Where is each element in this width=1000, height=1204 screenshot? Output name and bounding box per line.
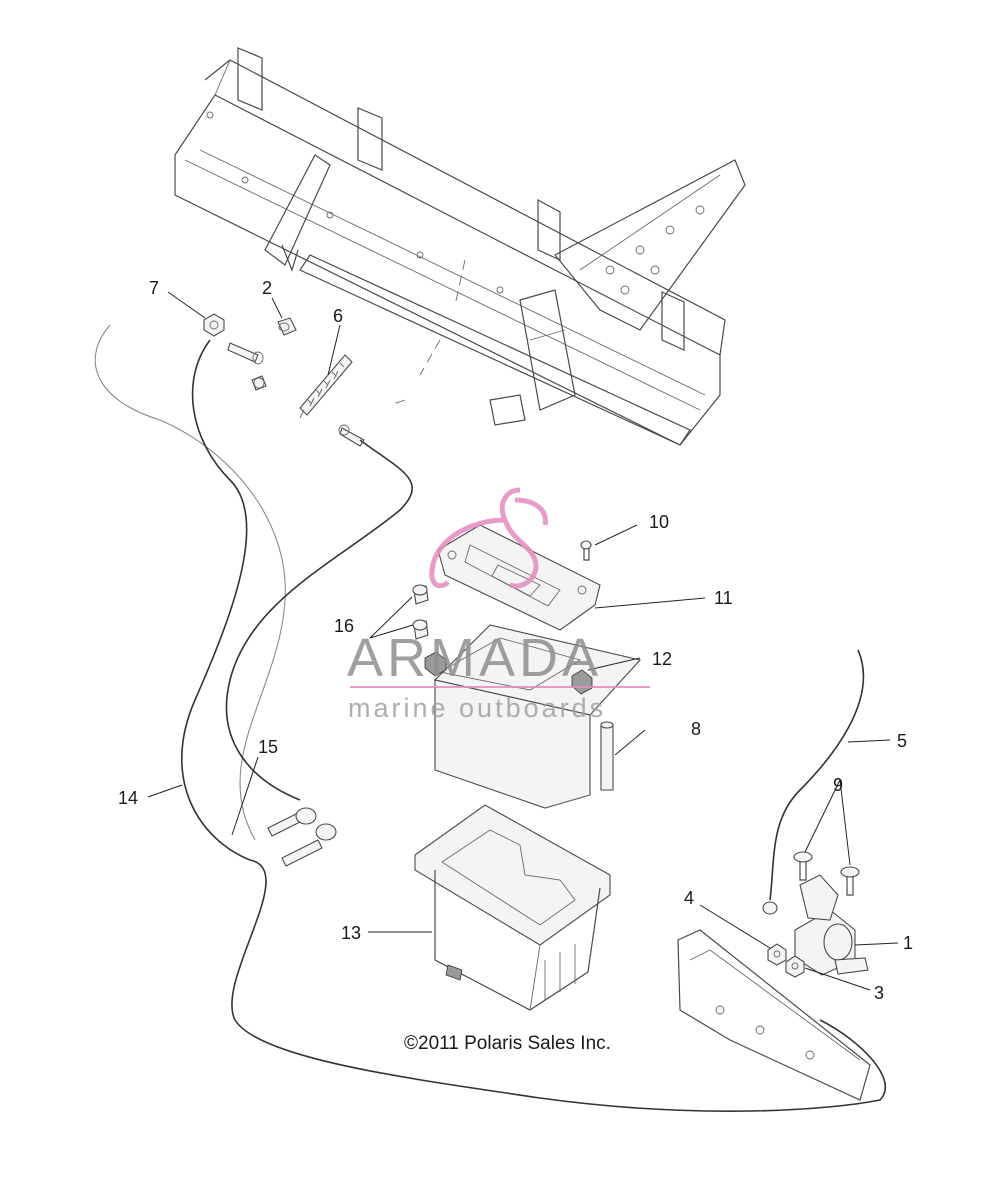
callout-6: 6 bbox=[333, 306, 343, 326]
part-16-terminal-bolts bbox=[412, 584, 429, 640]
part-7-nut bbox=[203, 313, 225, 337]
callout-labels: 7 2 6 10 11 16 12 8 5 9 15 14 4 13 1 3 bbox=[118, 278, 913, 1003]
part-1-solenoid bbox=[794, 874, 869, 976]
copyright-notice: ©2011 Polaris Sales Inc. bbox=[404, 1033, 611, 1054]
callout-15: 15 bbox=[258, 737, 278, 757]
watermark-tagline: marine outboards bbox=[348, 693, 606, 723]
leader-lines bbox=[147, 291, 899, 991]
part-12-battery bbox=[424, 624, 642, 809]
callout-5: 5 bbox=[897, 731, 907, 751]
cable-5 bbox=[762, 649, 865, 915]
callout-16: 16 bbox=[334, 616, 354, 636]
part-6-fuse-block bbox=[299, 354, 353, 419]
part-10-bolt bbox=[580, 540, 592, 561]
callout-10: 10 bbox=[649, 512, 669, 532]
callout-13: 13 bbox=[341, 923, 361, 943]
watermark-underline bbox=[350, 686, 650, 688]
callout-3: 3 bbox=[874, 983, 884, 1003]
callout-12: 12 bbox=[652, 649, 672, 669]
callout-4: 4 bbox=[684, 888, 694, 908]
vehicle-frame bbox=[174, 47, 746, 446]
part-9-screws bbox=[793, 851, 860, 896]
cable-14 bbox=[94, 324, 887, 1112]
callout-9: 9 bbox=[833, 775, 843, 795]
cable-15 bbox=[225, 439, 413, 867]
callout-7: 7 bbox=[149, 278, 159, 298]
part-8-rod bbox=[600, 721, 614, 791]
part-13-battery-box bbox=[414, 804, 611, 1011]
armada-pink-hook-logo bbox=[429, 487, 548, 589]
callout-8: 8 bbox=[691, 719, 701, 739]
part-4-nut bbox=[767, 943, 787, 966]
watermark: ARMADA marine outboards bbox=[347, 487, 650, 723]
part-terminal-pins bbox=[227, 342, 365, 447]
part-2-bushing bbox=[277, 317, 297, 336]
callout-2: 2 bbox=[262, 278, 272, 298]
part-3-nut bbox=[785, 955, 805, 978]
callout-14: 14 bbox=[118, 788, 138, 808]
watermark-brand: ARMADA bbox=[347, 628, 602, 688]
mounting-bracket bbox=[677, 929, 871, 1101]
callout-1: 1 bbox=[903, 933, 913, 953]
callout-11: 11 bbox=[714, 588, 733, 608]
